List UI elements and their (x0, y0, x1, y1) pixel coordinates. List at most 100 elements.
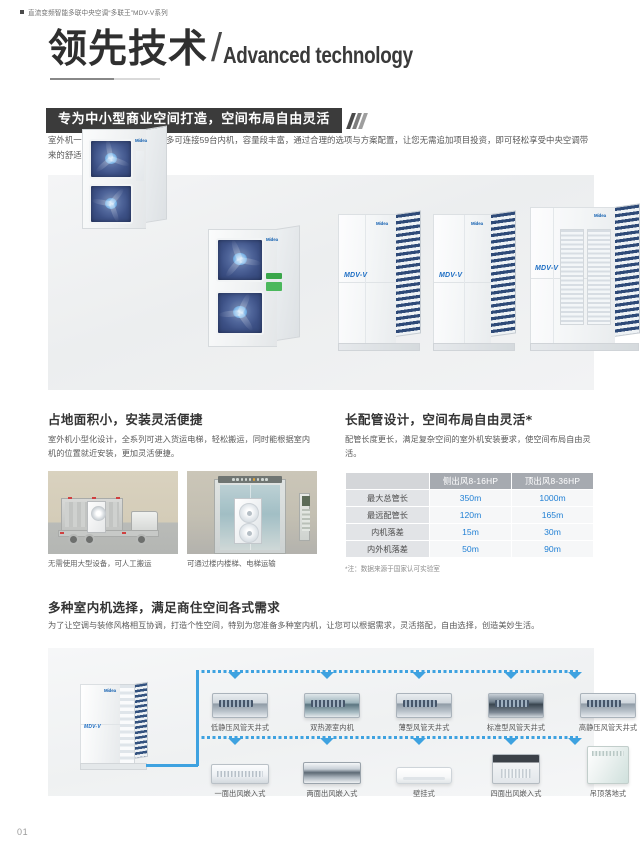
page-number: 01 (17, 827, 29, 837)
brand-logo-icon: MDV-V (439, 272, 463, 279)
row-value: 120m (429, 506, 512, 525)
outdoor-unit-2: Midea (208, 225, 300, 347)
indoor-unit-label: 双热源室内机 (310, 723, 354, 732)
section-1-body: 室外机一机多联，单台室外机最多可连接59台内机，容量段丰富，通过合理的选项与方案… (48, 135, 589, 160)
indoor-unit-item: 壁挂式 (378, 744, 470, 799)
elevator-indicator-icon (218, 476, 282, 484)
brand-logo-icon: Midea (376, 221, 388, 226)
low-static-duct-icon (194, 678, 286, 718)
indoor-unit-label: 标准型风管天井式 (486, 723, 546, 732)
table-header-top-discharge: 顶出风8-36HP (511, 472, 594, 491)
indoor-unit-label: 高静压风管天井式 (578, 723, 638, 732)
title-slash-divider: / (211, 26, 223, 70)
photo-truck-block: 无需使用大型设备，可人工搬运 (48, 471, 178, 569)
square-bullet-icon (20, 10, 24, 14)
row-value: 15m (429, 523, 512, 542)
feature-right-body: 配管长度更长，满足复杂空间的室外机安装要求，使空间布局自由灵活。 (345, 435, 591, 459)
indoor-unit-label: 壁挂式 (413, 789, 435, 798)
outdoor-unit-1: Midea (82, 125, 168, 229)
row-label: 内外机落差 (345, 540, 430, 559)
row-value: 30m (511, 523, 594, 542)
indoor-unit-label: 低静压风管天井式 (210, 723, 270, 732)
table-row: 最远配管长 120m 165m (345, 506, 594, 525)
brand-logo-icon: Midea (135, 138, 147, 143)
standard-duct-icon (470, 678, 562, 718)
indoor-unit-label: 四面出风嵌入式 (490, 789, 542, 798)
row-value: 90m (511, 540, 594, 559)
slash-decoration-icon (346, 112, 368, 129)
diagram-outdoor-unit: MDV-V Midea (80, 681, 148, 770)
feature-right-column: 长配管设计，空间布局自由灵活* 配管长度更长，满足复杂空间的室外机安装要求，使空… (345, 412, 594, 573)
table-header-blank (345, 472, 430, 491)
truck-transport-image (48, 471, 178, 555)
feature-left-body: 室外机小型化设计，全系列可进入货运电梯，轻松搬运，同时能根据室内机的位置就近安装… (48, 435, 311, 459)
section-2-title: 多种室内机选择，满足商住空间各式需求 (48, 600, 281, 615)
indoor-unit-label: 吊顶落地式 (589, 789, 627, 798)
indoor-unit-item: 薄型风管天井式 (378, 678, 470, 733)
indoor-unit-item: 低静压风管天井式 (194, 678, 286, 733)
indoor-units-row-1: 低静压风管天井式 双热源室内机 薄型风管天井式 标准型风管天井式 高静压风管天井… (194, 678, 642, 733)
row-value: 50m (429, 540, 512, 559)
table-footnote: *注：数据来源于国家认可实验室 (345, 566, 440, 574)
outdoor-unit-5: MDV-V Midea (530, 203, 640, 351)
outdoor-unit-lineup: Midea Midea MDV-V Midea (48, 125, 640, 390)
row-value: 350m (429, 489, 512, 508)
indoor-unit-item: 高静压风管天井式 (562, 678, 642, 733)
table-row: 最大总管长 350m 1000m (345, 489, 594, 508)
brand-logo-icon: Midea (104, 688, 116, 693)
row-label: 内机落差 (345, 523, 430, 542)
row-value: 165m (511, 506, 594, 525)
brand-logo-icon: Midea (471, 221, 483, 226)
feature-right-title: 长配管设计，空间布局自由灵活* (345, 412, 533, 427)
indoor-unit-label: 一面出风嵌入式 (214, 789, 266, 798)
four-way-cassette-icon (470, 744, 562, 784)
two-way-cassette-icon (286, 744, 378, 784)
piping-spec-table: 侧出风8-16HP 顶出风8-36HP 最大总管长 350m 1000m 最远配… (345, 472, 594, 559)
feature-left-column: 占地面积小，安装灵活便捷 室外机小型化设计，全系列可进入货运电梯，轻松搬运，同时… (48, 412, 318, 569)
row-value: 1000m (511, 489, 594, 508)
indoor-unit-item: 四面出风嵌入式 (470, 744, 562, 799)
title-underline (50, 78, 160, 80)
brand-logo-icon: Midea (594, 213, 606, 218)
feature-left-photos: 无需使用大型设备，可人工搬运 可通过楼内楼梯、电梯运输 (48, 471, 318, 569)
system-diagram: MDV-V Midea 低静压风管天井式 (48, 648, 637, 798)
ceiling-floor-icon (562, 744, 642, 784)
outdoor-units-photo: Midea Midea MDV-V Midea (48, 125, 640, 390)
breadcrumb-text: 直流变频智能多联中央空调“多联王”MDV-V系列 (28, 10, 168, 17)
wall-mounted-icon (378, 744, 470, 784)
section-2-body: 为了让空调与装修风格相互协调，打造个性空间，特别为您准备多种室内机，让您可以根据… (48, 621, 540, 630)
truck-photo-caption: 无需使用大型设备，可人工搬运 (48, 559, 152, 569)
brand-logo-icon: MDV-V (535, 265, 559, 272)
table-header-side-discharge: 侧出风8-16HP (429, 472, 512, 491)
page-title-cn: 领先技术 (48, 27, 209, 72)
table-header-row: 侧出风8-16HP 顶出风8-36HP (345, 472, 594, 491)
row-label: 最远配管长 (345, 506, 430, 525)
outdoor-unit-3: MDV-V Midea (338, 210, 422, 351)
brand-logo-icon: Midea (266, 237, 278, 242)
outdoor-unit-4: MDV-V Midea (433, 210, 517, 351)
indoor-units-row-2: 一面出风嵌入式 两面出风嵌入式 壁挂式 四面出风嵌入式 吊顶落地式 (194, 744, 642, 799)
elevator-transport-image (187, 471, 317, 555)
row-label: 最大总管长 (345, 489, 430, 508)
elevator-button-panel-icon (299, 493, 310, 542)
elevator-photo-caption: 可通过楼内楼梯、电梯运输 (187, 559, 276, 569)
table-row: 内机落差 15m 30m (345, 523, 594, 542)
photo-elevator-block: 可通过楼内楼梯、电梯运输 (187, 471, 317, 569)
one-way-cassette-icon (194, 744, 286, 784)
brand-logo-icon: MDV-V (84, 724, 101, 730)
feature-left-title: 占地面积小，安装灵活便捷 (48, 412, 203, 427)
high-static-duct-icon (562, 678, 642, 718)
indoor-unit-label: 薄型风管天井式 (398, 723, 450, 732)
indoor-unit-item: 吊顶落地式 (562, 744, 642, 799)
indoor-unit-item: 一面出风嵌入式 (194, 744, 286, 799)
breadcrumb: 直流变频智能多联中央空调“多联王”MDV-V系列 (20, 7, 168, 17)
table-row: 内外机落差 50m 90m (345, 540, 594, 559)
indoor-unit-label: 两面出风嵌入式 (306, 789, 358, 798)
slim-duct-icon (378, 678, 470, 718)
page-title: 领先技术 / Advanced technology (48, 26, 455, 80)
dual-source-unit-icon (286, 678, 378, 718)
brand-logo-icon: MDV-V (344, 272, 368, 279)
indoor-unit-item: 双热源室内机 (286, 678, 378, 733)
page-title-en: Advanced technology (223, 42, 413, 68)
